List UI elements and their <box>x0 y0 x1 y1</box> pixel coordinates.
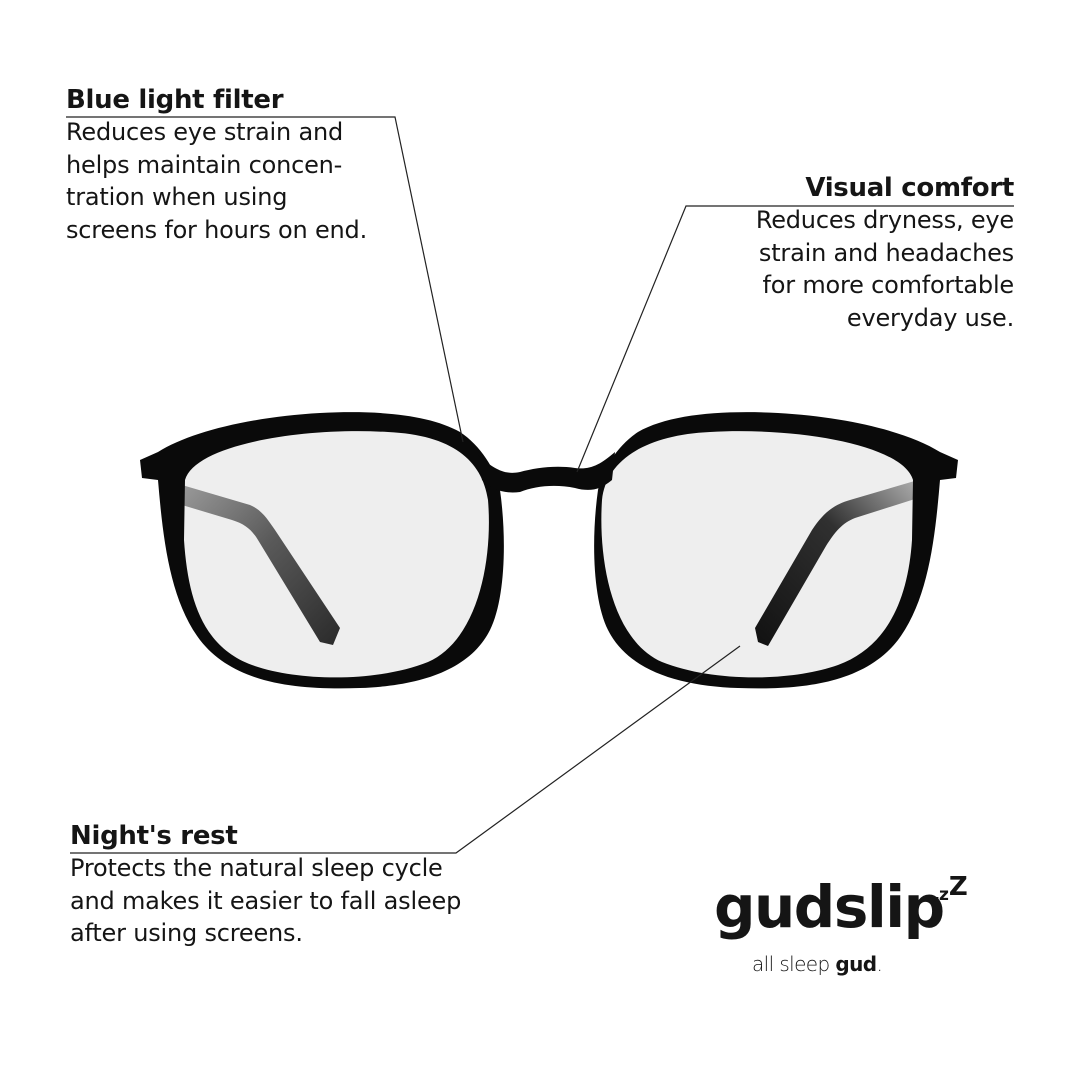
right-lens <box>600 429 919 683</box>
callout-title: Blue light filter <box>66 85 284 115</box>
callout-line: for more comfortable <box>762 271 1015 299</box>
callout-visual-comfort: Visual comfort Reduces dryness, eye stra… <box>694 172 1014 334</box>
callout-blue-light: Blue light filter Reduces eye strain and… <box>66 84 406 246</box>
left-lens <box>180 429 491 681</box>
brand-name: gudslip <box>714 873 945 941</box>
callout-line: helps maintain concen- <box>66 150 343 179</box>
callout-title: Visual comfort <box>805 173 1014 203</box>
callout-line: Protects the natural sleep cycle <box>70 854 443 882</box>
callout-line: screens for hours on end. <box>66 215 368 244</box>
sleep-zzz-icon: zzZ <box>932 872 968 907</box>
right-temple-arm <box>755 480 918 646</box>
callout-line: tration when using <box>66 183 288 211</box>
callout-line: Reduces dryness, eye <box>755 206 1014 234</box>
callout-nights-rest: Night's rest Protects the natural sleep … <box>70 820 540 950</box>
leader-line-blue-light <box>66 116 464 443</box>
leader-line-nights-rest <box>70 645 741 854</box>
callout-line: and makes it easier to fall asleep <box>70 886 462 915</box>
brand-logo: gudslip zzZ all sleep gud. <box>714 872 984 982</box>
leader-line-visual-comfort <box>576 205 1014 473</box>
callout-line: Reduces eye strain and <box>66 118 344 146</box>
callout-line: everyday use. <box>846 303 1014 332</box>
left-rim <box>140 412 504 689</box>
callout-line: strain and headaches <box>758 238 1014 267</box>
bridge <box>478 452 615 493</box>
callout-title: Night's rest <box>70 821 238 851</box>
right-rim <box>594 412 958 689</box>
brand-tagline: all sleep gud. <box>752 952 883 976</box>
left-temple-arm <box>182 485 340 645</box>
callout-line: after using screens. <box>70 919 303 947</box>
